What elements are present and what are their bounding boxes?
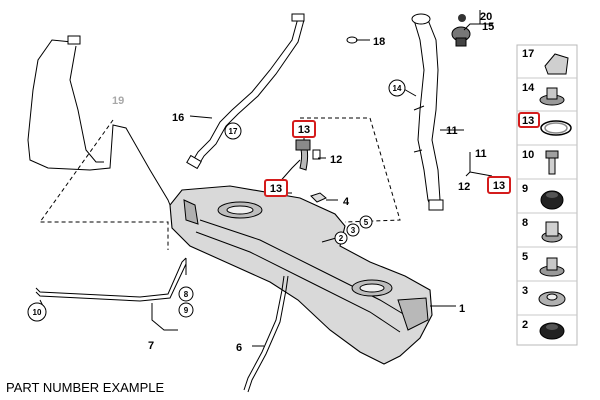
filler-cap-15	[451, 14, 471, 47]
label-3: 3	[351, 226, 356, 235]
vent-hose-16	[186, 13, 305, 170]
sidebar-label-8: 8	[522, 217, 528, 229]
label-1: 1	[459, 303, 465, 315]
cell-14: 14	[522, 82, 565, 106]
label-10: 10	[33, 308, 42, 317]
cell-17: 17	[522, 48, 569, 75]
label-19: 19	[112, 95, 124, 107]
hose-12	[295, 139, 321, 171]
caption: PART NUMBER EXAMPLE	[6, 380, 165, 395]
leader-frame-13-group	[300, 117, 401, 223]
label-13-hose: 13	[298, 124, 310, 136]
circled-labels: 17 14 2 3 5 8 9 10	[27, 79, 406, 322]
sidebar-label-2: 2	[522, 319, 528, 331]
label-16: 16	[172, 112, 184, 124]
part-labels: 20 15 18 16 19 11 11 12 12 4 1 7 6	[112, 11, 494, 354]
sidebar-label-14: 14	[522, 82, 535, 94]
fuel-line-19	[27, 35, 173, 211]
label-9: 9	[184, 306, 189, 315]
sidebar-label-5: 5	[522, 251, 528, 263]
sidebar-label-13: 13	[522, 115, 534, 127]
label-13-clamp: 13	[270, 183, 282, 195]
pad-4	[310, 192, 327, 203]
tensioning-strap-7	[35, 257, 187, 302]
label-20: 20	[480, 11, 492, 23]
cell-13: 13	[518, 112, 572, 136]
label-17: 17	[229, 127, 238, 136]
label-15: 15	[482, 21, 494, 33]
clip-18	[346, 36, 358, 44]
label-11-kit: 11	[475, 148, 487, 160]
fuel-tank-1	[169, 185, 433, 365]
sidebar-label-3: 3	[522, 285, 528, 297]
label-14: 14	[393, 84, 402, 93]
leader-frame-19	[39, 119, 169, 250]
cell-10: 10	[522, 149, 559, 175]
cell-3: 3	[522, 285, 566, 307]
label-12: 12	[330, 154, 342, 166]
label-5: 5	[364, 218, 369, 227]
sidebar-label-17: 17	[522, 48, 534, 60]
cell-9: 9	[522, 183, 564, 210]
label-6: 6	[236, 342, 242, 354]
label-13-kit: 13	[493, 180, 505, 192]
label-18: 18	[373, 36, 385, 48]
cell-2: 2	[522, 319, 565, 340]
sidebar-label-10: 10	[522, 149, 534, 161]
cell-8: 8	[522, 217, 563, 243]
tensioning-strap-6	[243, 275, 289, 393]
label-11: 11	[446, 125, 458, 137]
label-7: 7	[148, 340, 154, 352]
label-12-kit: 12	[458, 181, 470, 193]
filler-neck-11	[411, 13, 444, 211]
parts-column: 17 14 13 10 9 8	[516, 44, 578, 346]
sidebar-label-9: 9	[522, 183, 528, 195]
cell-5: 5	[522, 251, 565, 277]
highlighted-labels: 13 13 13	[264, 120, 511, 197]
label-8: 8	[184, 290, 189, 299]
label-4: 4	[343, 196, 350, 208]
label-2: 2	[339, 234, 344, 243]
